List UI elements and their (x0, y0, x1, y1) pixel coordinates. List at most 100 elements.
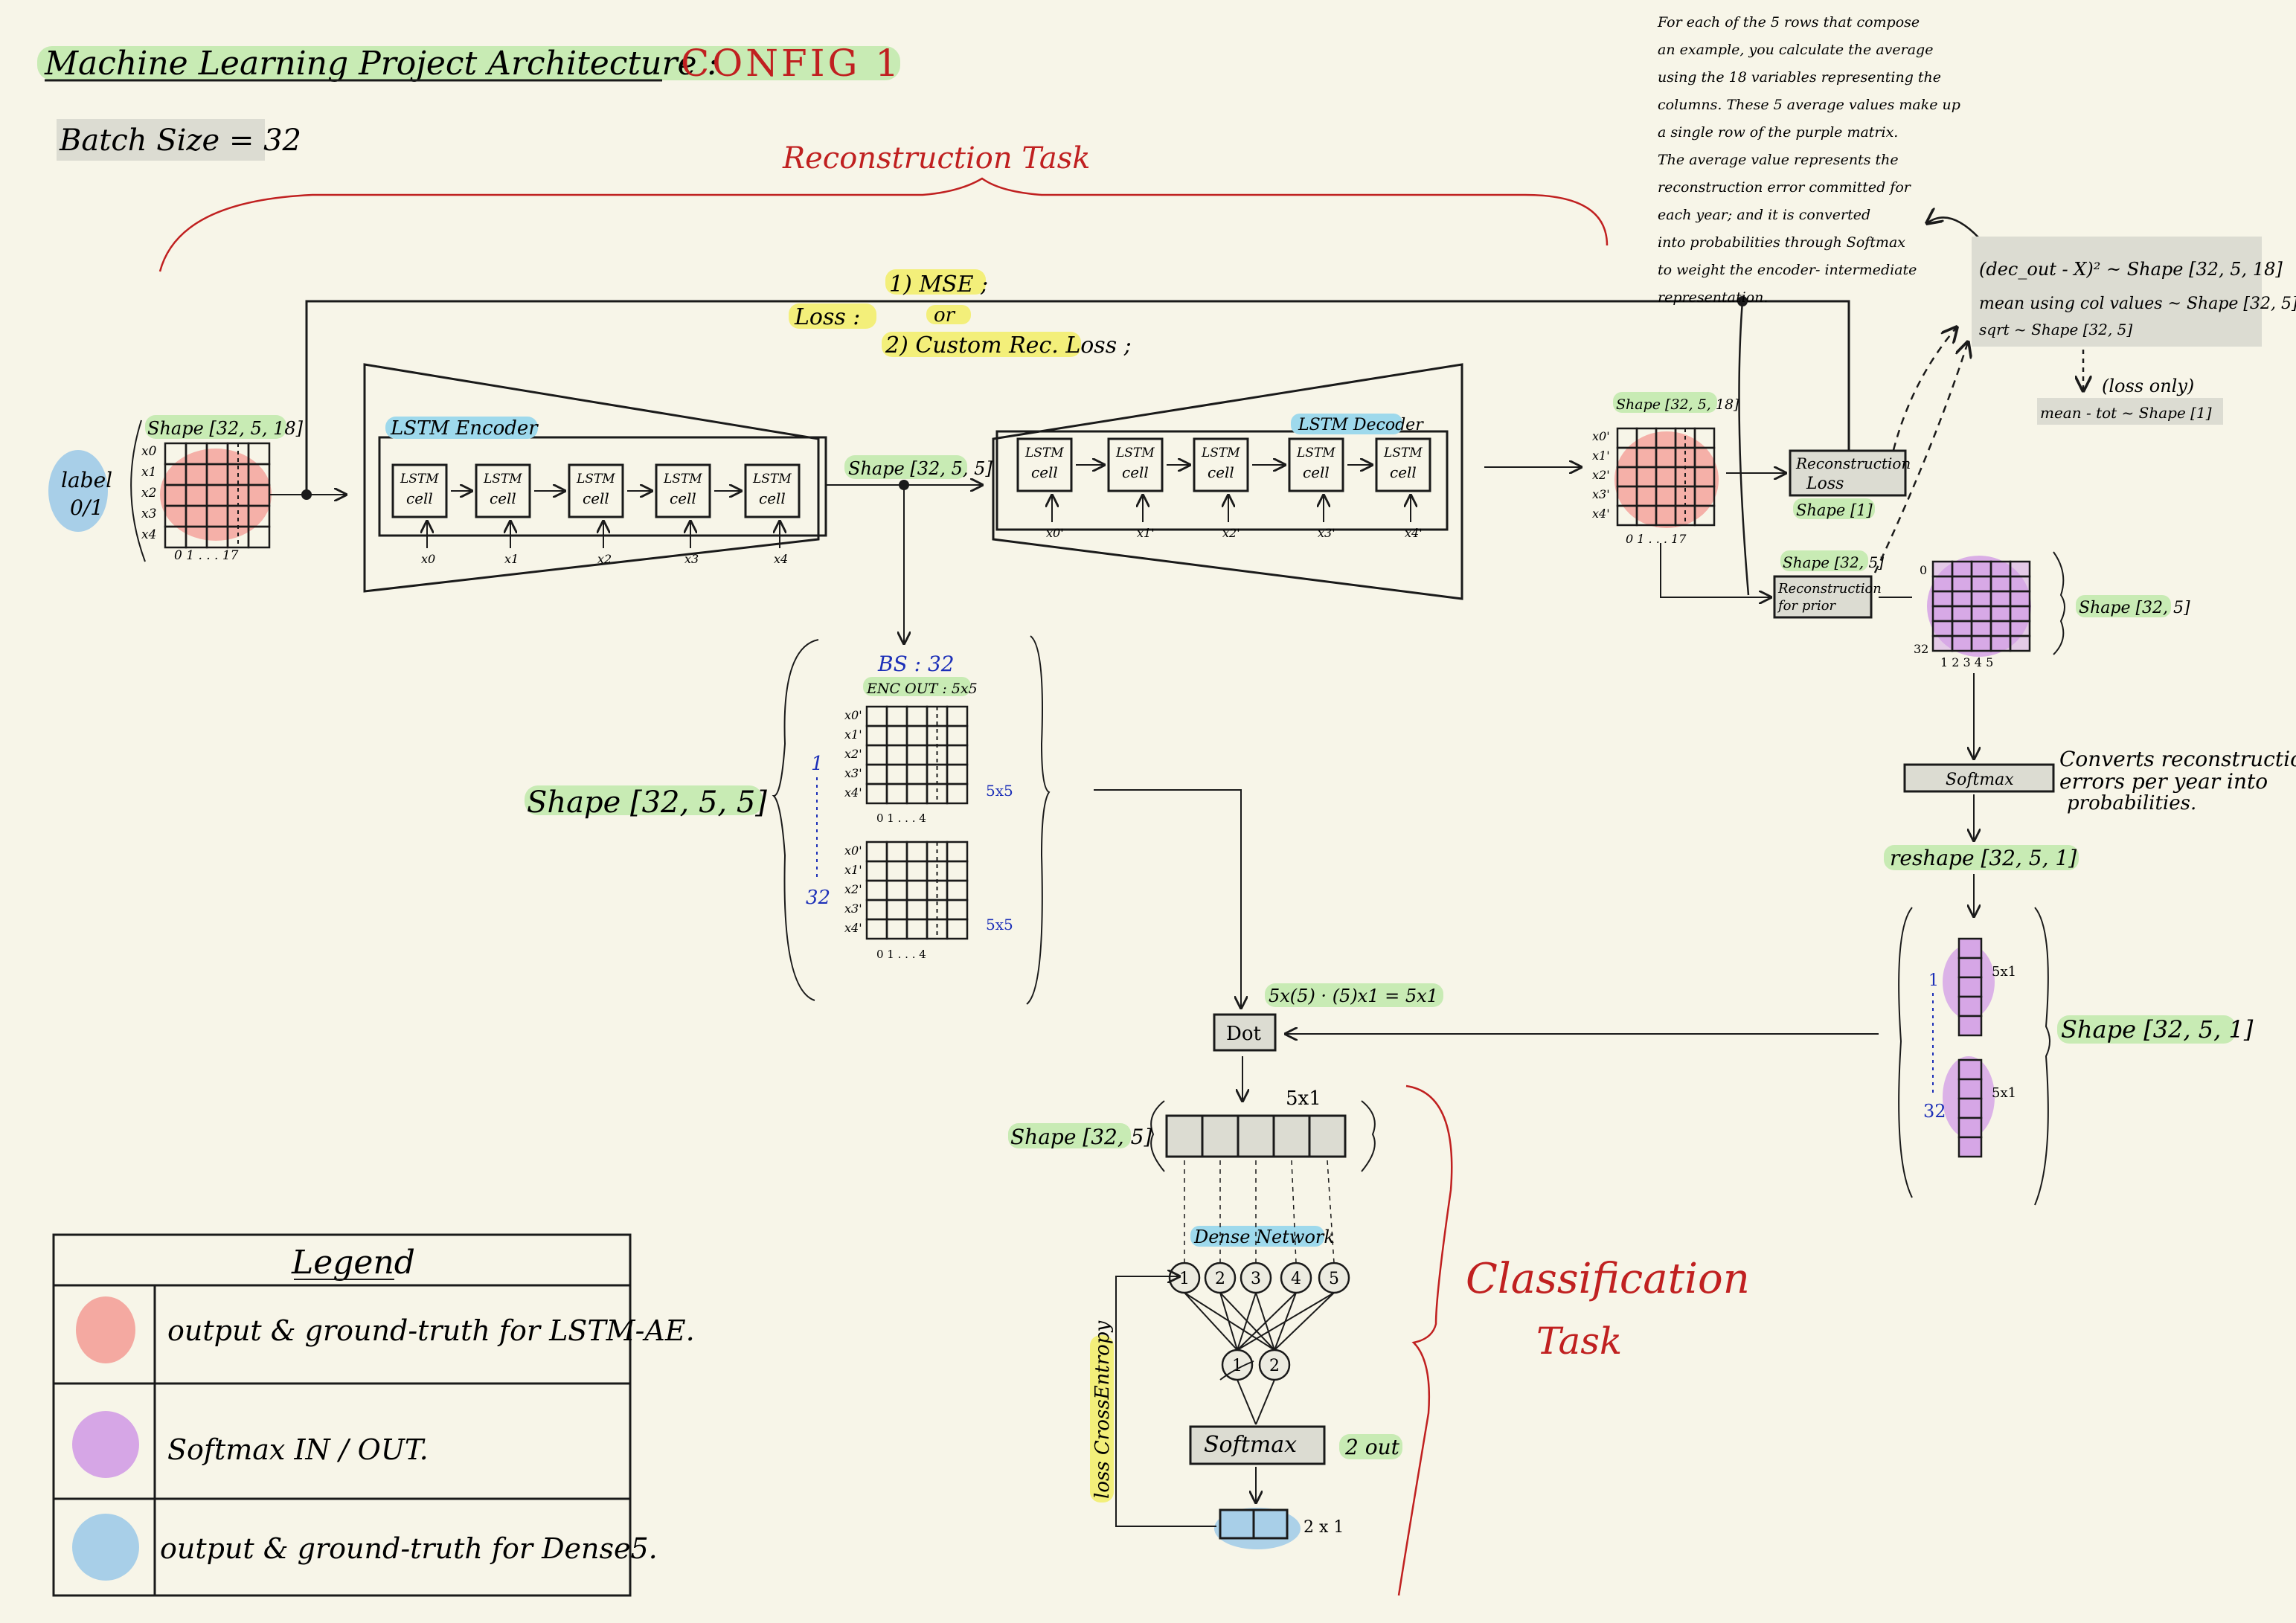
encoder-cell-label: cell (490, 489, 516, 507)
decoder-cell-label: LSTM (1383, 446, 1423, 460)
enc-out-matrix-1-cell (905, 782, 929, 805)
softmax-column-vectors: 5x1 5x1 1 32 Shape [32, 5, 1] (1286, 907, 2254, 1206)
dot-operation: 5x(5) · (5)x1 = 5x1 Dot (1213, 983, 1443, 1101)
reconstruction-prior-box: Shape [32, 5] Reconstruction for prior (1773, 550, 1912, 619)
encoder-cell-label: LSTM (663, 472, 702, 486)
encoder-cell (391, 463, 448, 518)
decoder-cell (1288, 437, 1344, 492)
decoder-input-label: x0' (1046, 526, 1064, 540)
enc-out-matrix-2-cell (885, 899, 908, 921)
dense-connection (1255, 1292, 1275, 1351)
final-output-size: 2 x 1 (1303, 1518, 1344, 1537)
classification-label-1: Classification (1466, 1255, 1750, 1303)
enc-out-row-label: x4' (844, 785, 862, 800)
input-row-0: x0 (141, 444, 157, 459)
decoder-cell-label: LSTM (1296, 446, 1335, 460)
recon-output-shape: Shape [32, 5, 18] (1616, 396, 1739, 413)
enc-out-matrix-2-cell (946, 841, 969, 863)
softmax-right-label: Softmax (1946, 771, 2014, 789)
encoder-input-label: x2 (597, 552, 612, 566)
dense-neuron-label: 2 (1269, 1357, 1280, 1375)
dot-out-shape: Shape [32, 5] (1010, 1125, 1152, 1149)
enc-out-row-label: x3' (844, 902, 862, 916)
column-vector-cell (1957, 995, 1983, 1018)
legend-swatch-pink (76, 1296, 135, 1363)
enc-out-index-1: 1 (811, 753, 824, 775)
dot-out-cell (1237, 1114, 1275, 1158)
encoder-cell-label: LSTM (400, 472, 439, 486)
enc-out-matrix-1-cell (885, 705, 908, 727)
enc-out-row-label: x2' (844, 747, 862, 761)
dense-connection (1219, 1292, 1238, 1351)
legend-title: Legend (291, 1244, 415, 1282)
decoder-cell-label: cell (1031, 463, 1058, 481)
enc-out-matrix-1-cell (946, 724, 969, 747)
vec-index-1: 1 (1928, 971, 1939, 990)
encoder-output-matrices: Shape [32, 5, 5] BS : 32 ENC OUT : 5x5 x… (525, 635, 1051, 1005)
column-vector-cell (1957, 937, 1983, 960)
enc-out-matrix-2-cell (905, 879, 929, 902)
enc-out-matrix-2-cell (946, 879, 969, 902)
enc-out-row-label: x1' (844, 863, 862, 877)
enc-out-matrix-1-cell (926, 724, 949, 747)
enc-out-matrix-2-cell (946, 899, 969, 921)
purple-row-0: 0 (1920, 563, 1927, 577)
reconstruction-task: Reconstruction Task (158, 141, 1609, 272)
note-line: reconstruction error committed for (1658, 179, 1912, 196)
dense-neuron-layer1 (1318, 1262, 1350, 1294)
encoder-input-label: x4 (774, 552, 788, 566)
classification-label-2: Task (1536, 1320, 1622, 1363)
input-matrix (164, 442, 271, 549)
page-title: Machine Learning Project Architecture : (44, 45, 718, 83)
reconstruction-task-label: Reconstruction Task (782, 141, 1091, 176)
recon-row-label: x3' (1592, 487, 1610, 501)
recon-row-label: x2' (1592, 468, 1610, 482)
dot-out-cell (1165, 1114, 1204, 1158)
dense-connection (1237, 1292, 1297, 1351)
dot-equation: 5x(5) · (5)x1 = 5x1 (1269, 986, 1438, 1006)
encoder-cell-label: LSTM (483, 472, 522, 486)
decoder-input-label: x2' (1222, 526, 1240, 540)
enc-out-matrix-1-cell (865, 705, 888, 727)
decoder-cell-label: cell (1303, 463, 1330, 481)
reconstruction-loss-box: Reconstruction Loss Shape [1] (1789, 449, 1911, 519)
dense-projection-line (1291, 1160, 1297, 1264)
softmax-bottom-out: 2 out (1344, 1435, 1400, 1459)
note-line: to weight the encoder- intermediate (1658, 262, 1917, 278)
loss-label: Loss : (794, 304, 860, 330)
enc-out-matrix-1: x0'x1'x2'x3'x4' (844, 705, 969, 805)
dot-output-vector: 5x1 Shape [32, 5] (1008, 1087, 1376, 1172)
column-vector-cell (1957, 1058, 1983, 1081)
encoder-cell (744, 463, 801, 518)
recon-loss-shape: Shape [1] (1796, 501, 1873, 519)
loss-or: or (934, 304, 956, 327)
legend-text-dense5: output & ground-truth for Dense5. (160, 1532, 658, 1565)
dense-neuron-label: 1 (1232, 1357, 1242, 1375)
batch-size-block: Batch Size = 32 (57, 119, 301, 161)
note-line: columns. These 5 average values make up (1658, 97, 1960, 113)
encoder-cell (568, 463, 624, 518)
enc-out-matrix-1-cell (905, 763, 929, 785)
dot-out-cell (1272, 1114, 1311, 1158)
dense-neuron-label: 1 (1179, 1270, 1190, 1288)
enc-out-matrix-1-cell (885, 724, 908, 747)
reconstruction-output: Shape [32, 5, 18] x0'x1'x2'x3'x4' 0 1 . … (1592, 392, 1786, 597)
decoder-cell (1375, 437, 1431, 492)
enc-out-size-1: 5x5 (986, 782, 1013, 800)
dense-to-softmax (1237, 1379, 1257, 1425)
enc-out-matrix-2-cell (885, 860, 908, 882)
dense-neuron-layer1 (1204, 1262, 1237, 1294)
config-label: CONFIG 1 (681, 42, 902, 85)
input-matrix-cell (247, 525, 271, 549)
decoder-cell (1016, 437, 1073, 492)
input-row-3: x3 (141, 507, 156, 521)
dense-connection (1237, 1292, 1335, 1351)
decoder-cell-label: LSTM (1115, 446, 1155, 460)
encoder-output-shape: Shape [32, 5, 5] (848, 458, 993, 479)
enc-out-matrix-2-cell (885, 841, 908, 863)
enc-out-matrix-2-cell (865, 918, 888, 940)
note-line: a single row of the purple matrix. (1658, 124, 1898, 141)
encoder-cell-label: cell (759, 489, 786, 507)
enc-out-row-label: x1' (844, 727, 862, 742)
